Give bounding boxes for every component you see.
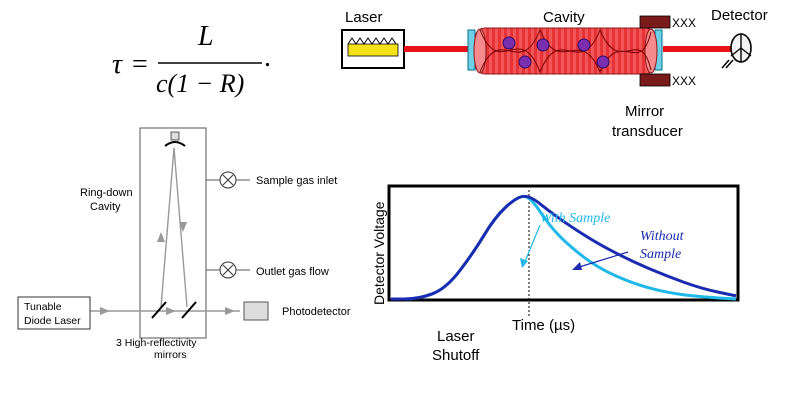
transducer-top	[639, 15, 671, 29]
with-sample-label: With Sample	[540, 211, 610, 226]
molecule	[518, 55, 532, 69]
equation-terminator: .	[264, 42, 271, 73]
beam-arrow	[100, 307, 110, 315]
ringdown-label-line2: Cavity	[90, 201, 121, 213]
equation-equals: =	[132, 49, 148, 80]
laser-medium	[347, 43, 399, 57]
photodetector-box	[243, 301, 269, 321]
y-axis-label: Detector Voltage	[371, 201, 387, 305]
transducer-spring-top: XXX	[672, 16, 696, 30]
beam-arrow	[166, 307, 176, 315]
beam-arrow	[179, 222, 187, 232]
equation-denominator: c(1 − R)	[156, 69, 244, 98]
output-mirror	[181, 301, 197, 319]
without-sample-label-line2: Sample	[640, 247, 681, 262]
cavity-end-left	[473, 28, 487, 74]
cavity-enclosure	[139, 127, 207, 339]
laser-label: Laser	[345, 9, 383, 26]
with-sample-arrowhead	[520, 258, 528, 268]
laser-pump-zigzag	[347, 37, 397, 45]
transducer-bottom	[639, 73, 671, 87]
x-axis-label: Time (µs)	[512, 317, 575, 334]
series-line-without-sample	[391, 194, 737, 301]
photodetector-label: Photodetector	[282, 306, 351, 318]
beam-arrow	[157, 232, 165, 242]
transducer-spring-bottom: XXX	[672, 74, 696, 88]
mirror-label-line1: Mirror	[625, 103, 664, 120]
valve-cross	[222, 264, 234, 276]
ringdown-setup-diagram: Ring-down Cavity Sample gas inlet Outlet…	[17, 127, 351, 361]
without-sample-pointer	[575, 251, 629, 269]
detector-icon	[721, 33, 752, 69]
equation-tau: τ	[112, 49, 123, 80]
top-mirror-mount	[170, 131, 180, 141]
ringdown-time-equation: τ = L c(1 − R) .	[112, 21, 271, 98]
valve-cross	[222, 174, 234, 186]
molecule	[536, 38, 550, 52]
with-sample-pointer	[523, 224, 541, 265]
without-sample-arrowhead	[572, 262, 582, 270]
without-sample-label-line1: Without	[640, 229, 685, 244]
series-layer	[391, 194, 737, 301]
beam-down	[173, 147, 188, 308]
diode-laser-box	[17, 296, 91, 330]
mirrors-label-line1: 3 High-reflectivity	[116, 337, 197, 349]
molecule	[596, 55, 610, 69]
cavity-standing-wave-b	[479, 28, 652, 74]
mirror-label-line2: transducer	[612, 123, 683, 140]
equation-numerator: L	[197, 21, 214, 52]
shutoff-label-line1: Laser	[437, 328, 475, 345]
ringdown-decay-chart: Detector Voltage Time (µs) Laser Shutoff…	[371, 184, 740, 364]
detector-label: Detector	[711, 7, 768, 24]
cavity-label: Cavity	[543, 9, 585, 26]
cavity-schematic: Laser Cavity Detector XXX XXX Mirror tra…	[341, 7, 768, 140]
diode-laser-line2: Diode Laser	[24, 315, 81, 327]
input-mirror	[151, 301, 167, 319]
beam-arrow	[225, 307, 235, 315]
molecule	[502, 36, 516, 50]
outlet-label: Outlet gas flow	[256, 266, 329, 278]
cavity-end-right	[644, 28, 658, 74]
inlet-label: Sample gas inlet	[256, 175, 337, 187]
shutoff-label-line2: Shutoff	[432, 347, 480, 364]
diode-laser-line1: Tunable	[24, 301, 62, 313]
mirrors-label-line2: mirrors	[154, 349, 187, 361]
ringdown-label-line1: Ring-down	[80, 187, 133, 199]
molecule	[577, 38, 591, 52]
beam-up	[160, 147, 175, 308]
top-mirror	[164, 141, 186, 147]
